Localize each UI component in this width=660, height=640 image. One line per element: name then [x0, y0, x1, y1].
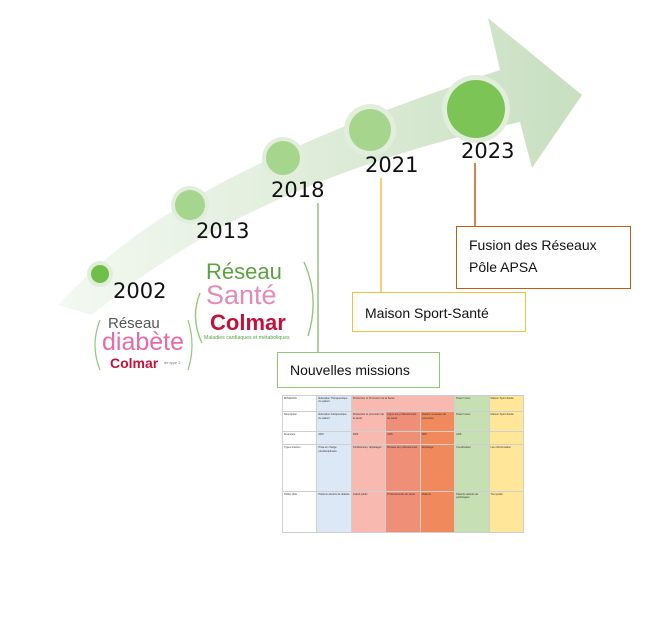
node-2018	[262, 137, 304, 179]
table-cell: Patients	[419, 490, 456, 534]
year-label-2021: 2021	[365, 153, 419, 177]
missions-table: MISSIONS Éducation Thérapeutique du pati…	[281, 394, 525, 534]
table-cell: Types d'action	[281, 444, 318, 492]
logo-sante-reseau: Réseau	[206, 259, 282, 284]
logo-diabete-type: de type 2	[164, 360, 181, 365]
table-cell: Coordination	[454, 444, 490, 492]
table-header-cell: Prévention et Promotion de la Santé	[350, 394, 456, 413]
table-cell: Éducation thérapeutique du patient	[316, 411, 352, 432]
year-label-2013: 2013	[196, 219, 250, 243]
logo-diabete-diabete: diabète	[102, 328, 185, 356]
table-cell: Financeur	[281, 430, 318, 446]
logo-diabete-colmar: Colmar	[110, 355, 159, 371]
table-cell: Prévention et promotion de la santé	[350, 411, 387, 432]
callout-2023-line2: Pôle APSA	[469, 259, 538, 275]
table-cell: Prise en charge pluridisciplinaire	[316, 444, 352, 492]
table-cell: ARS	[454, 430, 490, 446]
table-cell: Lieu d'information	[488, 444, 525, 492]
table-cell: ARS	[419, 430, 456, 446]
table-row: Public cible Patients atteints de diabèt…	[281, 490, 525, 534]
table-cell: ARS	[316, 430, 352, 446]
table-cell: ARS	[385, 430, 421, 446]
logo-sante-sante: Santé	[206, 280, 277, 310]
table-subheader-row: Description Éducation thérapeutique du p…	[281, 411, 525, 432]
logo-reseau-diabete: Réseau diabète Colmar de type 2	[88, 310, 198, 380]
logo-diabete-brackets	[94, 319, 193, 371]
callout-2018-text: Nouvelles missions	[290, 362, 410, 378]
logo-diabete-reseau: Réseau	[108, 315, 160, 332]
table-cell: Patients atteints de diabète	[316, 490, 352, 534]
table-cell: ARS	[350, 430, 387, 446]
node-2023	[442, 75, 510, 143]
table-row: Types d'action Prise en charge pluridisc…	[281, 444, 525, 492]
callout-2018: Nouvelles missions	[277, 352, 440, 388]
missions-table-thumbnail: MISSIONS Éducation Thérapeutique du pati…	[281, 394, 525, 534]
table-cell: Grand public	[350, 490, 387, 534]
table-cell: Conférences, dépistages	[350, 444, 387, 492]
table-header-cell: MISSIONS	[281, 394, 318, 413]
table-cell: Public cible	[281, 490, 318, 534]
table-cell: Réseau de professionnels	[385, 444, 421, 492]
table-cell: Tout public	[488, 490, 525, 534]
node-2013	[171, 186, 209, 224]
logo-reseau-sante: Réseau Santé Colmar Maladies cardiaques …	[190, 258, 320, 348]
table-cell: Appui aux professionnels de santé	[385, 411, 421, 432]
year-label-2018: 2018	[271, 178, 325, 202]
callout-2021-text: Maison Sport-Santé	[365, 305, 489, 321]
callout-2023: Fusion des Réseaux Pôle APSA	[456, 226, 631, 289]
table-cell: Description	[281, 411, 318, 432]
callout-2021: Maison Sport-Santé	[352, 292, 526, 332]
table-header-cell: Éducation Thérapeutique du patient	[316, 394, 352, 413]
node-2021	[344, 104, 396, 156]
table-cell	[488, 430, 525, 446]
node-2002	[87, 261, 113, 287]
table-header-cell: Prescr'mouv	[454, 394, 490, 413]
table-cell: Prescr'mouv	[454, 411, 490, 432]
logo-sante-tagline: Maladies cardiaques et métaboliques	[204, 335, 290, 341]
table-header-row: MISSIONS Éducation Thérapeutique du pati…	[281, 394, 525, 413]
table-cell: Dépistage	[419, 444, 456, 492]
callout-2023-line1: Fusion des Réseaux	[469, 237, 597, 253]
table-header-cell: Maison Sport-Santé	[488, 394, 525, 413]
table-cell: Ateliers nouveaux de prévention	[419, 411, 456, 432]
year-label-2002: 2002	[113, 279, 167, 303]
table-row: Financeur ARS ARS ARS ARS ARS	[281, 430, 525, 446]
table-cell: Professionnels de santé	[385, 490, 421, 534]
logo-sante-colmar: Colmar	[210, 310, 286, 335]
table-cell: Patients atteints de pathologies	[454, 490, 490, 534]
table-cell: Maison Sport-Santé	[488, 411, 525, 432]
year-label-2023: 2023	[461, 139, 515, 163]
logo-sante-brackets	[194, 261, 314, 344]
